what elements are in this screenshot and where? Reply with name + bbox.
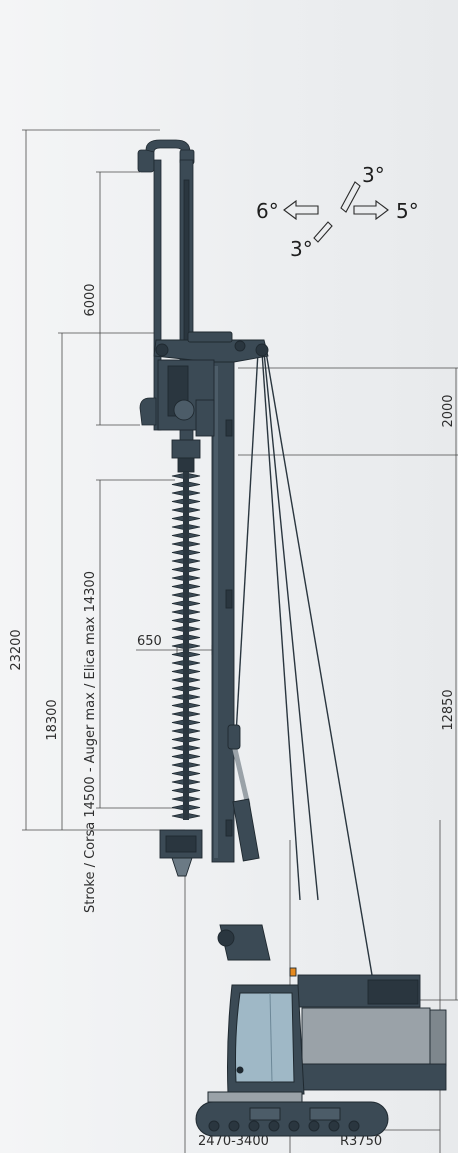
dim-tail-radius: R3750 bbox=[340, 1134, 382, 1149]
mast-bracket bbox=[217, 924, 271, 961]
dim-head-travel: 6000 bbox=[83, 283, 98, 316]
track-roller bbox=[288, 1120, 300, 1132]
track-roller bbox=[228, 1120, 240, 1132]
drilling-rig bbox=[137, 139, 447, 1137]
tilt-back-icon bbox=[313, 221, 333, 243]
track-roller bbox=[248, 1120, 260, 1132]
dim-track-width: 2470-3400 bbox=[198, 1134, 269, 1149]
top-swivel bbox=[137, 139, 195, 173]
angle-left: 6° bbox=[256, 199, 279, 223]
hydraulic-cylinders bbox=[227, 724, 260, 862]
dim-top-section: 2000 bbox=[441, 394, 456, 427]
auger-shaft bbox=[183, 472, 189, 820]
dim-stroke: Stroke / Corsa 14500 - Auger max / Elica… bbox=[83, 571, 98, 913]
track-roller bbox=[308, 1120, 320, 1132]
mast-crown bbox=[153, 331, 269, 363]
undercarriage bbox=[195, 1091, 389, 1137]
angle-back: 3° bbox=[290, 237, 313, 261]
tilt-forward-icon bbox=[340, 181, 361, 213]
upper-body bbox=[289, 967, 447, 1091]
track-roller bbox=[328, 1120, 340, 1132]
dim-auger-offset: 650 bbox=[137, 634, 162, 649]
auger-flights bbox=[171, 472, 201, 820]
angle-right: 5° bbox=[396, 199, 419, 223]
support-cables bbox=[235, 351, 373, 976]
dim-mast-height: 18300 bbox=[45, 699, 60, 740]
tilt-indicator: 3° 6° 5° 3° bbox=[256, 163, 419, 261]
rotary-head bbox=[157, 359, 215, 473]
arrow-left-icon bbox=[283, 199, 319, 221]
angle-forward: 3° bbox=[362, 163, 385, 187]
warning-light bbox=[289, 967, 297, 977]
bottom-guide bbox=[159, 829, 203, 877]
track-roller bbox=[208, 1120, 220, 1132]
lower-hook bbox=[139, 397, 157, 426]
dim-total-height: 23200 bbox=[9, 629, 24, 670]
dimension-labels: 23200 18300 Stroke / Corsa 14500 - Auger… bbox=[9, 283, 456, 1149]
track-roller bbox=[348, 1120, 360, 1132]
arrow-right-icon bbox=[353, 199, 389, 221]
track-roller bbox=[268, 1120, 280, 1132]
dimension-lines bbox=[22, 129, 458, 1153]
dim-cable-height: 12850 bbox=[441, 689, 456, 730]
operator-cab bbox=[227, 984, 305, 1095]
mast bbox=[211, 361, 235, 863]
